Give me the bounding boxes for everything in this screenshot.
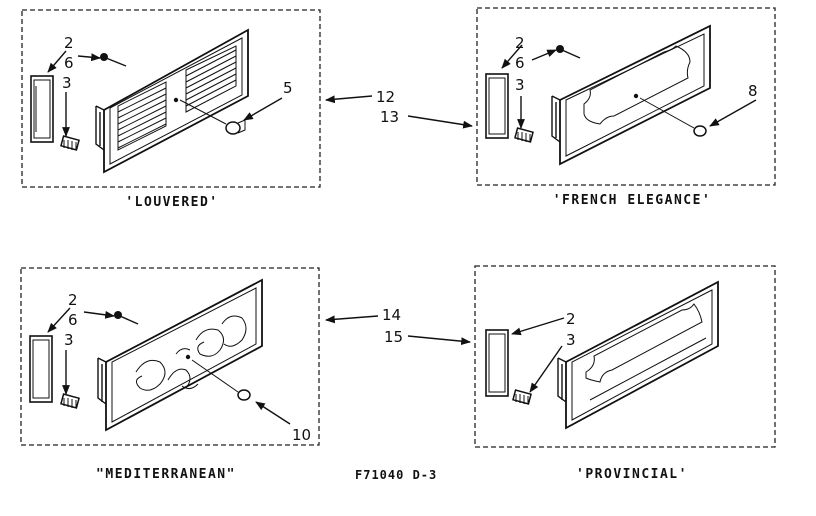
ref-13: 13 <box>380 108 399 126</box>
callout-provincial-3: 3 <box>566 331 576 349</box>
callout-french-2: 2 <box>515 34 525 52</box>
screw-6-part <box>100 53 127 67</box>
callout-mediterranean-6: 6 <box>68 311 78 329</box>
end-cap-part <box>485 329 509 397</box>
ref-12: 12 <box>376 88 395 106</box>
end-cap-part <box>30 75 54 143</box>
caption-mediterranean: "MEDITERRANEAN" <box>96 467 236 482</box>
callout-provincial-2: 2 <box>566 310 576 328</box>
ref-14: 14 <box>382 306 401 324</box>
middle-refs-bottom: 14 15 <box>325 306 471 346</box>
callout-french-6: 6 <box>515 54 525 72</box>
callout-mediterranean-10: 10 <box>292 426 311 444</box>
panel-provincial: 2 3 'PROVINCIAL' <box>474 265 776 482</box>
screw-10-part <box>191 359 251 401</box>
french-elegance-panel-part <box>551 24 711 166</box>
screw-6-part <box>556 45 581 59</box>
caption-french-elegance: 'FRENCH ELEGANCE' <box>553 193 712 208</box>
caption-louvered: 'LOUVERED' <box>125 195 218 210</box>
panel-french-frame <box>476 7 776 186</box>
drawing-code: F71040 D-3 <box>355 468 437 482</box>
callout-mediterranean-2: 2 <box>68 291 78 309</box>
callout-louvered-2: 2 <box>64 34 74 52</box>
callout-mediterranean-3: 3 <box>64 331 74 349</box>
middle-refs-top: 12 13 <box>325 88 473 129</box>
screw-3-part <box>60 393 80 409</box>
screw-8-part <box>639 97 707 137</box>
caption-provincial: 'PROVINCIAL' <box>576 467 688 482</box>
provincial-panel-part <box>557 280 719 430</box>
callout-french-8: 8 <box>748 82 758 100</box>
panel-louvered: 2 6 3 5 'LOUVERED' <box>21 9 321 210</box>
panel-french-elegance: 2 6 3 8 'FRENCH ELEGANCE' <box>476 7 776 208</box>
panel-mediterranean-frame <box>20 267 320 446</box>
ref-15: 15 <box>384 328 403 346</box>
callout-louvered-6: 6 <box>64 54 74 72</box>
panel-mediterranean: 2 6 3 10 "MEDITERRANEAN" <box>20 267 320 482</box>
screw-3-part <box>512 389 532 405</box>
callout-louvered-5: 5 <box>283 79 293 97</box>
callout-french-3: 3 <box>515 76 525 94</box>
callout-louvered-3: 3 <box>62 74 72 92</box>
screw-5-part <box>225 119 246 135</box>
end-cap-part <box>485 73 509 139</box>
screw-3-part <box>60 135 80 151</box>
end-cap-part <box>29 335 53 403</box>
screw-6-part <box>114 311 139 325</box>
louvered-panel-part <box>95 28 249 174</box>
panel-louvered-frame <box>21 9 321 188</box>
screw-3-part <box>514 127 534 143</box>
mediterranean-panel-part <box>97 278 263 432</box>
